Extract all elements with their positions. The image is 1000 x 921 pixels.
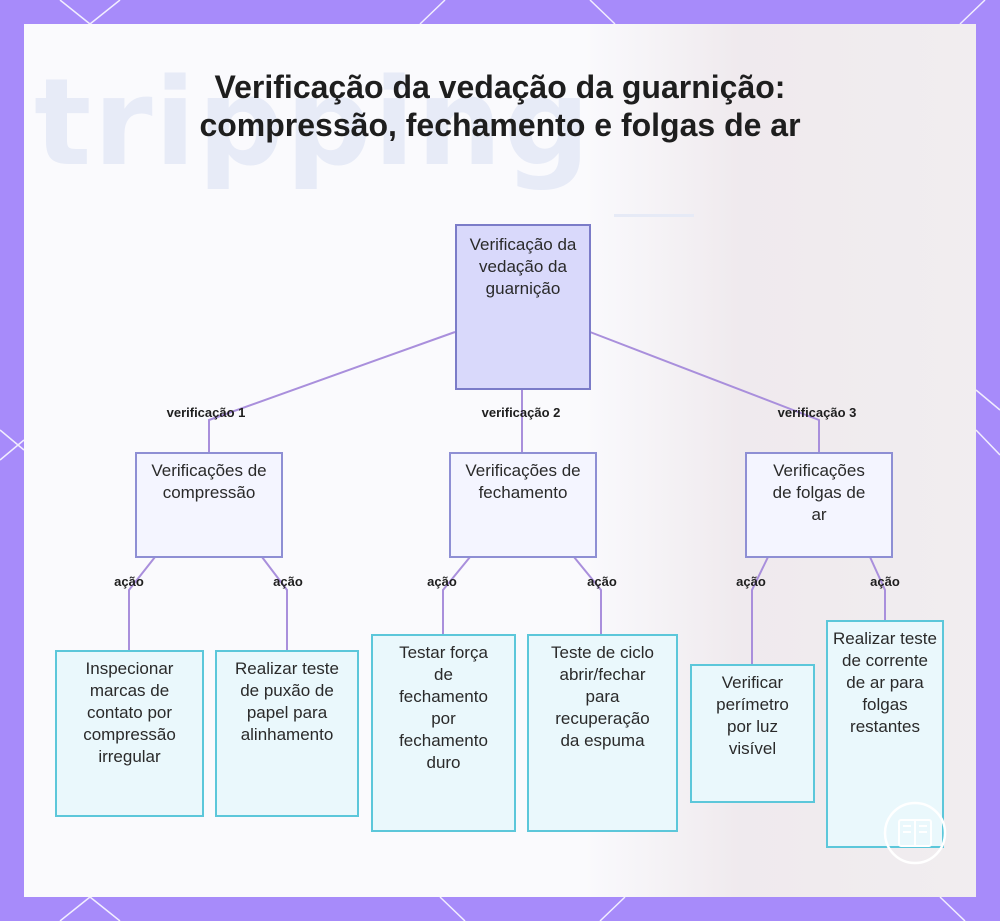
- node-folgas: Verificações de folgas de ar: [745, 452, 893, 558]
- edge-fechamento-ciclo: [573, 556, 602, 634]
- node-perimetro: Verificar perímetro por luz visível: [690, 664, 815, 803]
- book-circle-icon: [883, 801, 947, 865]
- edge-label-action: ação: [427, 574, 457, 589]
- edge-label-action: ação: [736, 574, 766, 589]
- node-folgas-label: Verificações de folgas de ar: [772, 461, 866, 524]
- node-root-label: Verificação da vedação da guarnição: [469, 235, 577, 298]
- edge-label-action: ação: [870, 574, 900, 589]
- edge-label-action: ação: [273, 574, 303, 589]
- background-arrow-icon: [614, 214, 694, 217]
- node-inspecionar: Inspecionar marcas de contato por compre…: [55, 650, 204, 817]
- edge-label-check-2: verificação 2: [481, 405, 561, 420]
- edge-compressao-inspecionar: [128, 556, 156, 650]
- node-forca: Testar força de fechamento por fechament…: [371, 634, 516, 832]
- node-perimetro-label: Verificar perímetro por luz visível: [716, 673, 789, 758]
- edge-label-action: ação: [587, 574, 617, 589]
- edge-label-check-3: verificação 3: [777, 405, 857, 420]
- node-compressao-label: Verificações de compressão: [151, 461, 267, 502]
- edge-fechamento-forca: [442, 556, 471, 634]
- background-watermark-word: tripping: [34, 54, 592, 193]
- edge-root-folgas: [589, 331, 820, 452]
- node-compressao: Verificações de compressão: [135, 452, 283, 558]
- edge-folgas-perimetro: [751, 556, 769, 664]
- edge-folgas-corrente: [869, 556, 886, 620]
- edge-label-action: ação: [114, 574, 144, 589]
- edge-compressao-papel: [261, 556, 288, 650]
- node-ciclo: Teste de ciclo abrir/fechar para recuper…: [527, 634, 678, 832]
- node-fechamento-label: Verificações de fechamento: [465, 461, 581, 502]
- node-papel: Realizar teste de puxão de papel para al…: [215, 650, 359, 817]
- node-ciclo-label: Teste de ciclo abrir/fechar para recuper…: [551, 643, 654, 750]
- node-fechamento: Verificações de fechamento: [449, 452, 597, 558]
- node-inspecionar-label: Inspecionar marcas de contato por compre…: [83, 659, 176, 766]
- edge-label-check-1: verificação 1: [166, 405, 246, 420]
- node-root: Verificação da vedação da guarnição: [455, 224, 591, 390]
- diagram-title: Verificação da vedação da guarnição: com…: [199, 69, 801, 143]
- node-corrente-label: Realizar teste de corrente de ar para fo…: [833, 629, 937, 736]
- node-papel-label: Realizar teste de puxão de papel para al…: [235, 659, 339, 744]
- node-corrente: Realizar teste de corrente de ar para fo…: [826, 620, 944, 848]
- edge-root-compressao: [208, 331, 456, 452]
- node-forca-label: Testar força de fechamento por fechament…: [399, 643, 488, 772]
